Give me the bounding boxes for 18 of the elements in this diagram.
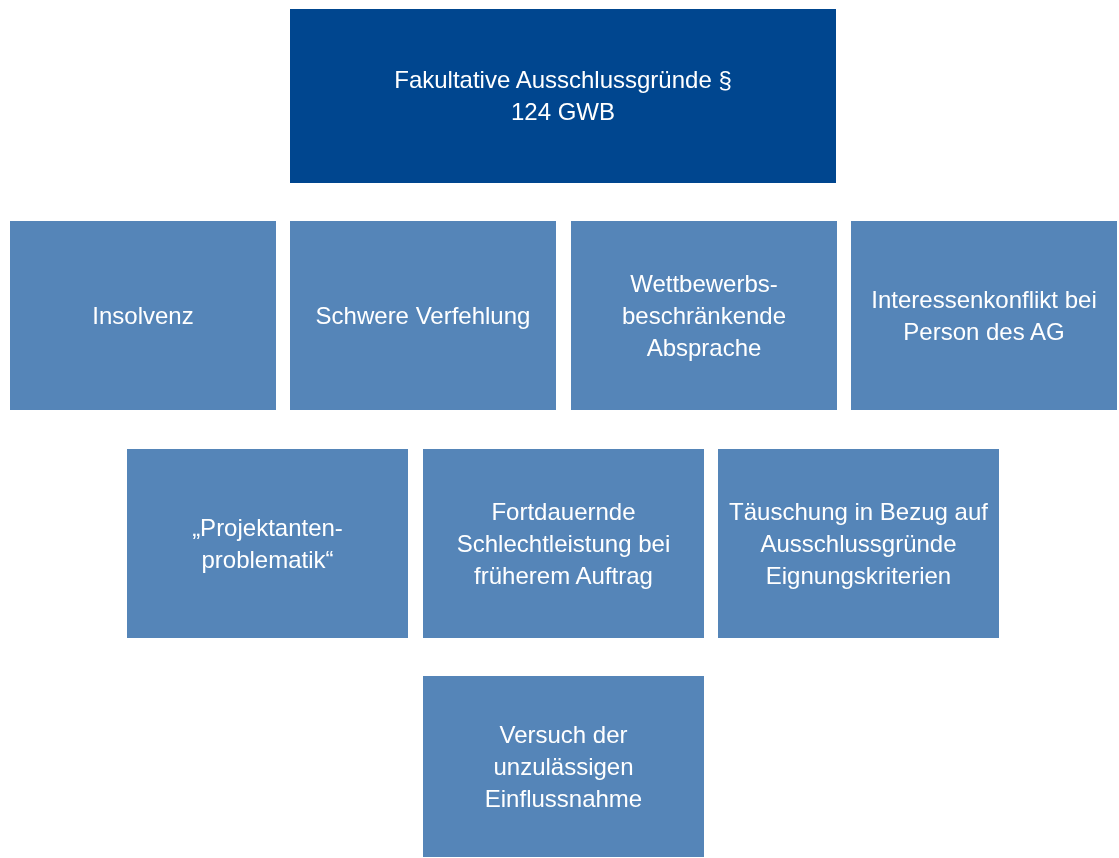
box-label: Fortdauernde Schlechtleistung bei früherem Auftrag (455, 496, 672, 591)
category-box (290, 221, 556, 410)
category-box (423, 676, 704, 857)
category-box (851, 221, 1117, 410)
title-box (290, 9, 836, 183)
category-box (571, 221, 837, 410)
box-label: Fakultative Ausschlussgründe § 124 GWB (393, 65, 733, 127)
box-label: Versuch der unzulässigen Einflussnahme (483, 719, 644, 814)
category-box (423, 449, 704, 638)
box-label: Täuschung in Bezug auf Ausschlussgründe Eignungskriterien (728, 496, 989, 591)
box-label: „Projektanten-problematik“ (191, 512, 344, 575)
category-box (718, 449, 999, 638)
category-box (127, 449, 408, 638)
box-label: Insolvenz (92, 300, 194, 331)
box-label: Schwere Verfehlung (315, 300, 531, 331)
category-box (10, 221, 276, 410)
box-label: Interessenkonflikt bei Person des AG (870, 284, 1098, 347)
box-label: Wettbewerbs-beschränkende Absprache (620, 268, 788, 363)
